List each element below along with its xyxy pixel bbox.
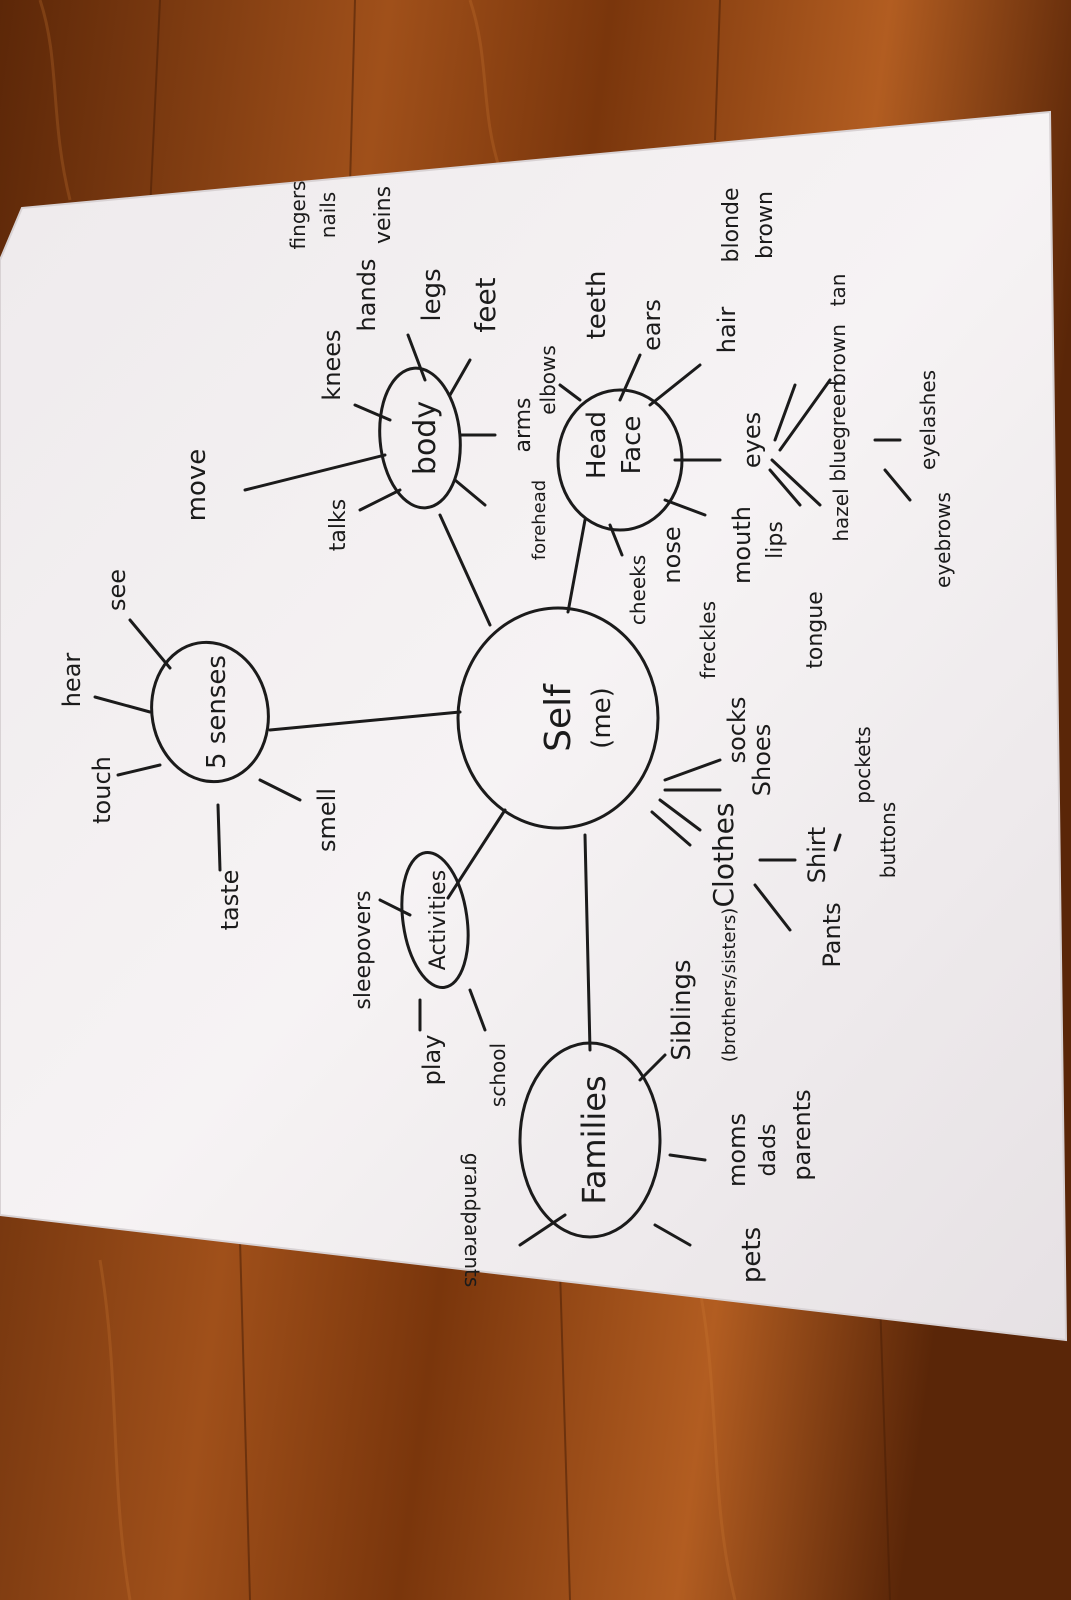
- body-word-elbows: elbows: [536, 345, 560, 415]
- families-word-brothers-sisters: (brothers/sisters): [719, 908, 740, 1063]
- activities-bubble: [400, 851, 470, 989]
- center-title: Self: [538, 683, 579, 752]
- families-word-dads: dads: [756, 1124, 781, 1177]
- body-word-talks: talks: [326, 499, 351, 551]
- body-word-fingers: fingers: [286, 181, 310, 250]
- head-word-eyelashes: eyelashes: [916, 370, 940, 470]
- clothes-word-pants: Pants: [818, 902, 846, 967]
- self-bubble: [456, 606, 660, 830]
- body-bubble: [378, 366, 462, 510]
- head-word-eyebrows: eyebrows: [931, 492, 955, 588]
- head-word-teeth: teeth: [582, 271, 612, 340]
- families-word-moms: moms: [723, 1113, 751, 1187]
- families-word-grandparents: grandparents: [460, 1153, 484, 1288]
- senses-word-touch: touch: [88, 756, 116, 824]
- head-word-eyes: eyes: [738, 412, 766, 468]
- center-subtitle: (me): [587, 687, 617, 749]
- clothes-word-pockets: pockets: [851, 726, 875, 803]
- head-word-green: green: [826, 381, 850, 439]
- head-label-2: Face: [617, 416, 647, 475]
- families-word-pets: pets: [737, 1227, 767, 1283]
- families-bubble: [518, 1041, 662, 1239]
- connector-lines: [93, 333, 912, 1247]
- families-word-siblings: Siblings: [667, 959, 697, 1060]
- senses-word-move: move: [182, 449, 212, 522]
- activities-label: Activities: [426, 870, 451, 970]
- clothes-word-socks: socks: [723, 697, 751, 764]
- head-word-blue: blue: [826, 438, 850, 481]
- head-word-tongue: tongue: [803, 591, 828, 668]
- clothes-word-buttons: buttons: [876, 802, 900, 878]
- clothes-word-shirt: Shirt: [803, 827, 831, 883]
- senses-word-see: see: [103, 569, 131, 611]
- senses-label: 5 senses: [202, 655, 232, 769]
- head-word-lips: lips: [763, 521, 788, 559]
- body-label: body: [408, 401, 443, 475]
- body-word-nails: nails: [316, 192, 340, 238]
- body-word-legs: legs: [417, 268, 447, 321]
- paper-sheet: [0, 110, 1068, 1342]
- activities-word-sleepovers: sleepovers: [351, 890, 376, 1009]
- bubbles: [150, 366, 684, 1239]
- body-word-hands: hands: [353, 259, 381, 332]
- families-word-parents: parents: [788, 1089, 816, 1180]
- head-word-freckles: freckles: [696, 601, 720, 679]
- head-word-brown-eyes: brown: [826, 324, 850, 386]
- head-word-hazel: hazel: [829, 488, 853, 541]
- body-word-arms: arms: [511, 397, 536, 452]
- head-word-nose: nose: [658, 526, 686, 583]
- senses-word-smell: smell: [313, 788, 341, 852]
- head-label-1: Head: [582, 411, 612, 479]
- activities-word-school: school: [486, 1043, 510, 1107]
- body-word-knees: knees: [318, 329, 346, 400]
- senses-word-taste: taste: [216, 870, 244, 931]
- map-text: Self (me) 5 senses see hear touch taste …: [58, 181, 955, 1288]
- activities-word-play: play: [418, 1035, 446, 1086]
- body-word-feet: feet: [469, 277, 502, 332]
- head-word-hair: hair: [713, 307, 741, 354]
- head-word-ears: ears: [638, 299, 666, 351]
- senses-word-hear: hear: [58, 653, 86, 708]
- head-word-tan: tan: [826, 274, 850, 307]
- head-word-mouth: mouth: [728, 506, 756, 584]
- senses-bubble: [150, 640, 270, 784]
- clothes-label: Clothes: [707, 803, 740, 908]
- head-word-cheeks: cheeks: [626, 555, 650, 625]
- body-word-veins: veins: [371, 186, 396, 244]
- head-bubble: [556, 388, 684, 532]
- clothes-word-shoes: Shoes: [748, 724, 776, 796]
- head-word-forehead: forehead: [529, 480, 550, 560]
- families-label: Families: [575, 1075, 613, 1204]
- head-word-blonde: blonde: [719, 188, 744, 263]
- head-word-brown-hair: brown: [753, 191, 778, 259]
